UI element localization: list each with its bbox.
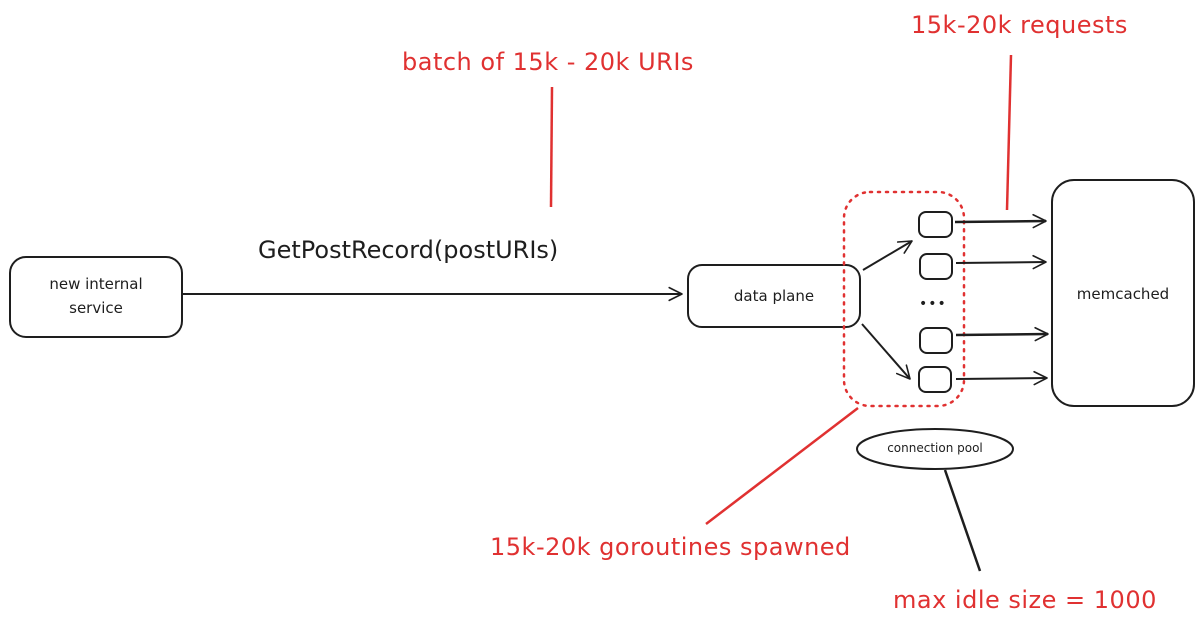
connection-pool-ellipse[interactable] <box>856 428 1014 470</box>
ellipsis-indicator: ••• <box>919 296 947 312</box>
client-service-label: new internal service <box>10 272 182 320</box>
client-label-line1: new internal <box>49 275 143 293</box>
fanout-arrow-top <box>862 240 913 271</box>
data-plane-label: data plane <box>733 287 815 305</box>
goroutine-box-4 <box>918 366 952 393</box>
requests-annotation: 15k-20k requests <box>911 11 1128 39</box>
goroutine-box-2 <box>919 253 953 280</box>
goroutine-box-1 <box>918 211 953 238</box>
memcached-label: memcached <box>1076 285 1170 303</box>
goroutine-box-3 <box>919 327 953 354</box>
memcached-arrow-1 <box>954 213 1047 229</box>
request-edge-label: GetPostRecord(postURIs) <box>258 236 559 264</box>
client-service-box[interactable] <box>9 256 183 338</box>
batch-connector <box>549 86 554 208</box>
fanout-arrow-bottom <box>861 323 911 380</box>
max-idle-annotation: max idle size = 1000 <box>893 586 1157 614</box>
batch-annotation: batch of 15k - 20k URIs <box>402 48 694 76</box>
max-idle-connector <box>943 469 982 572</box>
client-label-line2: service <box>69 299 123 317</box>
goroutine-group-border <box>842 190 966 408</box>
memcached-box[interactable] <box>1051 179 1195 407</box>
data-plane-box[interactable] <box>687 264 861 328</box>
requests-connector <box>1005 54 1013 211</box>
memcached-arrow-2 <box>955 254 1047 270</box>
goroutines-connector <box>705 407 859 525</box>
memcached-arrow-3 <box>955 326 1049 342</box>
memcached-arrow-4 <box>955 370 1048 386</box>
goroutines-annotation: 15k-20k goroutines spawned <box>490 533 851 561</box>
connection-pool-label: connection pool <box>887 441 983 455</box>
